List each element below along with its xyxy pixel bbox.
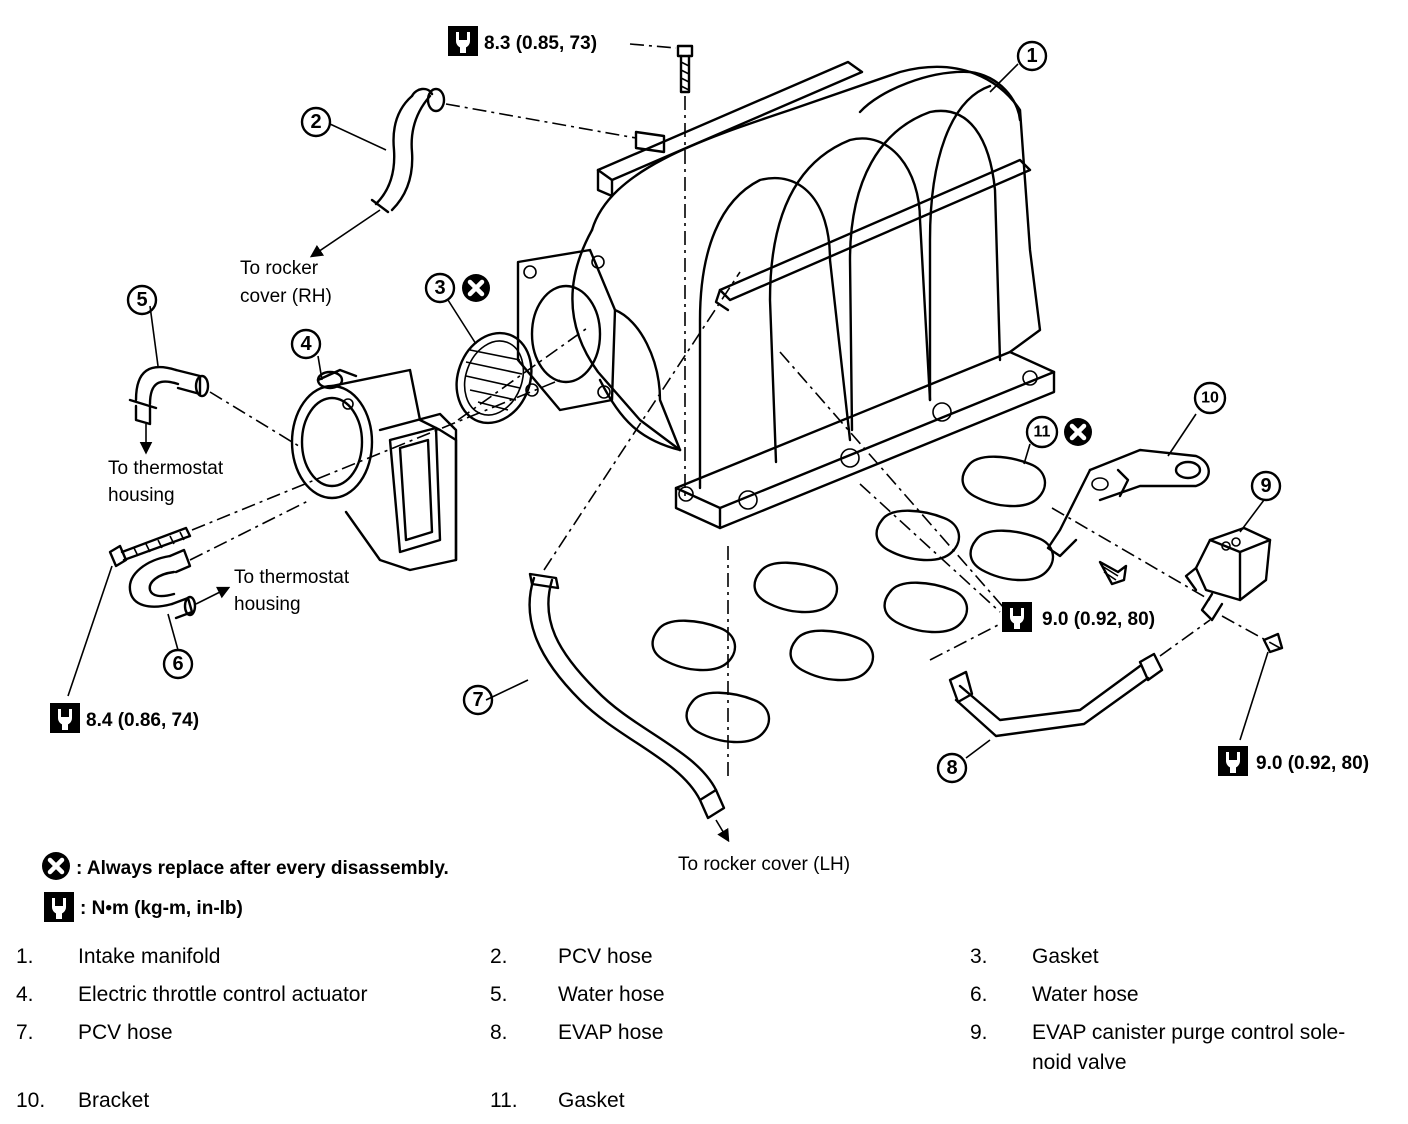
part-name: PCV hose [78,1021,173,1044]
callout-1: 1 [1016,40,1048,72]
pcv-hose-rh [370,87,446,214]
svg-text:: Always replace after every d: : Always replace after every disassembly… [76,858,449,879]
callout-7: 7 [462,684,494,716]
part-number: 1. [16,945,34,968]
bracket [1046,448,1210,558]
part-name: EVAP canister purge control sole- [1032,1021,1346,1044]
dest-thermostat-b-line2: housing [234,594,301,615]
dest-thermostat-a-line1: To thermostat [108,458,224,479]
intake-manifold [516,60,1056,530]
evap-hose [948,652,1164,738]
dest-thermostat-a-line2: housing [108,485,175,506]
part-number: 11. [490,1089,518,1112]
svg-text:5: 5 [136,289,147,311]
part-name: Bracket [78,1089,150,1112]
callout-3: 3 [424,272,456,304]
part-number: 10. [16,1089,46,1112]
svg-text:11: 11 [1034,424,1051,441]
parts-list: 1. Intake manifold 2. PCV hose 3. Gasket… [0,936,1408,1124]
torque-wrench-icon [1002,602,1032,632]
part-name: Electric throttle control actuator [78,983,368,1006]
manifold-gaskets [651,455,1055,744]
replace-icon [462,274,490,302]
torque-label-left: 8.4 (0.86, 74) [50,703,199,733]
bolt-mid [1098,560,1128,586]
part-name: Water hose [558,983,665,1006]
dest-thermostat-b-line1: To thermostat [234,567,350,588]
part-number: 4. [16,983,34,1006]
part-name: Gasket [558,1089,625,1112]
svg-text:6: 6 [172,653,183,675]
svg-text:4: 4 [300,333,312,355]
legend-torque: : N•m (kg-m, in-lb) [44,892,243,922]
dest-rocker-rh-line1: To rocker [240,258,319,279]
torque-label-right: 9.0 (0.92, 80) [1218,746,1369,776]
callout-11: 11 [1025,415,1059,449]
callout-10: 10 [1193,381,1227,415]
torque-label-mid: 9.0 (0.92, 80) [1002,602,1155,632]
bolt-left [108,526,192,568]
purge-solenoid-valve [1184,526,1272,622]
svg-text:9: 9 [1260,475,1271,497]
bolt-top [676,44,694,94]
part-number: 3. [970,945,988,968]
part-name: Water hose [1032,983,1139,1006]
replace-icon [42,852,70,880]
svg-text:8.4 (0.86, 74): 8.4 (0.86, 74) [86,710,199,731]
throttle-actuator [290,368,458,572]
callout-9: 9 [1250,470,1282,502]
legend-replace: : Always replace after every disassembly… [42,852,449,880]
svg-text:: N•m (kg-m, in-lb): : N•m (kg-m, in-lb) [80,898,243,919]
part-name-continued: noid valve [1032,1051,1127,1074]
callout-2: 2 [300,106,332,138]
svg-text:8.3 (0.85, 73): 8.3 (0.85, 73) [484,33,597,54]
torque-wrench-icon [448,26,478,56]
callout-5: 5 [126,284,158,316]
part-number: 5. [490,983,508,1006]
pcv-hose-lh [528,572,726,820]
part-number: 6. [970,983,988,1006]
svg-text:9.0 (0.92, 80): 9.0 (0.92, 80) [1042,609,1155,630]
svg-text:10: 10 [1201,390,1219,407]
dest-rocker-lh: To rocker cover (LH) [678,854,850,875]
part-name: Gasket [1032,945,1099,968]
torque-wrench-icon [1218,746,1248,776]
part-name: EVAP hose [558,1021,664,1044]
part-name: Intake manifold [78,945,221,968]
bolt-right [1262,632,1284,654]
part-name: PCV hose [558,945,653,968]
callout-6: 6 [162,648,194,680]
svg-text:1: 1 [1026,45,1037,67]
svg-text:3: 3 [434,277,445,299]
svg-text:9.0 (0.92, 80): 9.0 (0.92, 80) [1256,753,1369,774]
part-number: 8. [490,1021,508,1044]
torque-wrench-icon [44,892,74,922]
svg-text:8: 8 [946,757,957,779]
part-number: 7. [16,1021,34,1044]
gasket-throttle [455,331,533,425]
torque-label-top: 8.3 (0.85, 73) [448,26,597,56]
part-number: 9. [970,1021,988,1044]
svg-text:7: 7 [472,689,483,711]
torque-wrench-icon [50,703,80,733]
svg-text:2: 2 [310,111,321,133]
callout-8: 8 [936,752,968,784]
callout-4: 4 [290,328,322,360]
water-hose-lower [128,548,197,620]
part-number: 2. [490,945,508,968]
dest-rocker-rh-line2: cover (RH) [240,286,332,307]
replace-icon [1064,418,1092,446]
water-hose-upper [128,365,210,426]
